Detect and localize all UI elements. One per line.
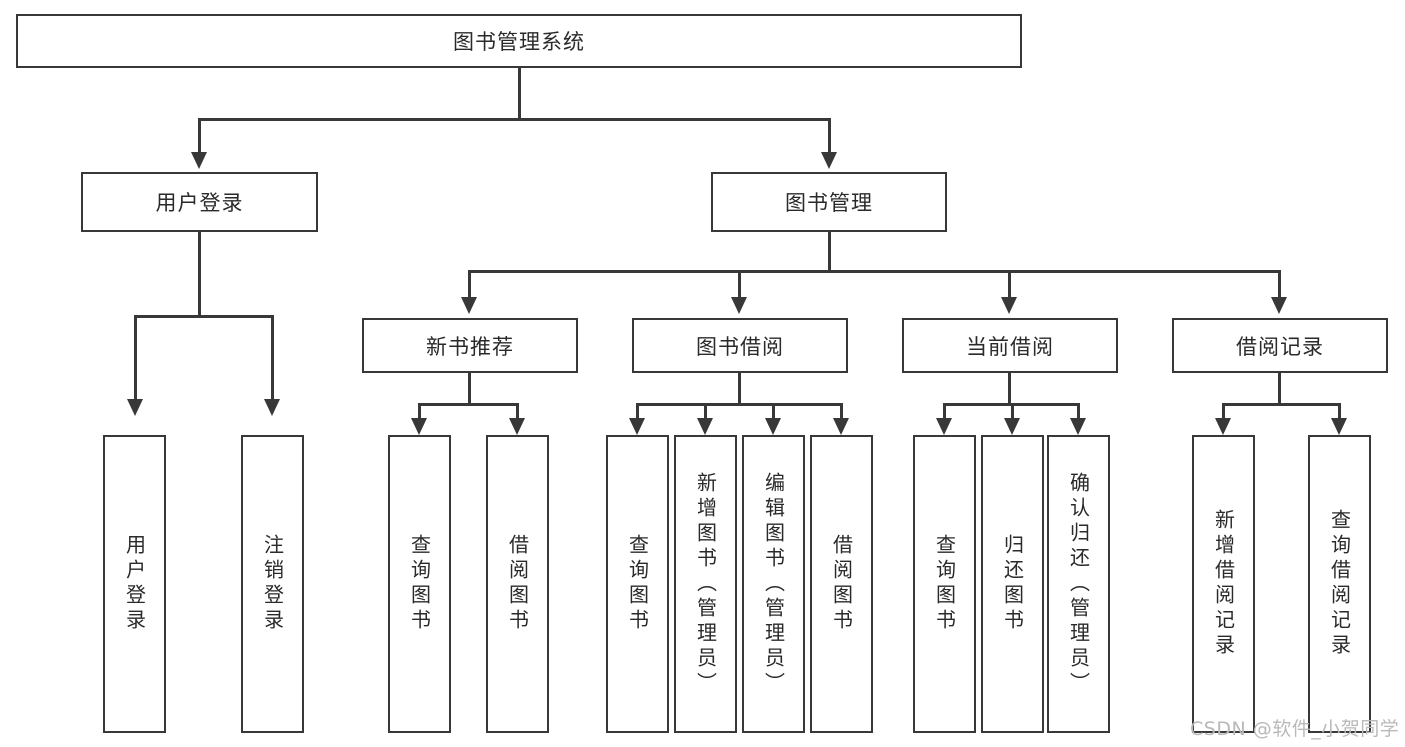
connector-current-borrow-drop-3: [1077, 403, 1080, 419]
connector-root-stem: [518, 68, 521, 119]
node-book-borrow[interactable]: 图书借阅: [632, 318, 848, 373]
connector-current-borrow-drop-1: [943, 403, 946, 419]
connector-user-login-drop-2: [271, 315, 274, 400]
leaf-label: 借阅图书: [829, 534, 854, 634]
leaf-new-book-1[interactable]: 查询图书: [388, 435, 451, 733]
arrowhead-book-borrow-leaf-3: [765, 418, 781, 435]
leaf-label: 归还图书: [1000, 534, 1025, 634]
connector-new-book-stem: [468, 373, 471, 405]
arrowhead-borrow-record-leaf-2: [1331, 418, 1347, 435]
leaf-label: 查询图书: [407, 534, 432, 634]
node-label: 图书管理系统: [453, 30, 585, 54]
arrowhead-to-book-borrow: [731, 297, 747, 314]
connector-borrow-record-drop-2: [1338, 403, 1341, 419]
connector-book-borrow-bus: [636, 403, 840, 406]
leaf-user-login-1[interactable]: 用户登录: [103, 435, 166, 733]
connector-borrow-record-drop-1: [1222, 403, 1225, 419]
leaf-book-borrow-4[interactable]: 借阅图书: [810, 435, 873, 733]
connector-book-borrow-stem: [738, 373, 741, 405]
connector-level2-bus: [198, 118, 830, 121]
connector-current-borrow-bus: [943, 403, 1077, 406]
node-new-book-recommend[interactable]: 新书推荐: [362, 318, 578, 373]
connector-new-book-drop-1: [418, 403, 421, 419]
leaf-label: 确认归还（管理员）: [1066, 471, 1091, 697]
arrowhead-book-borrow-leaf-4: [833, 418, 849, 435]
arrowhead-to-user-login: [191, 152, 207, 169]
node-label: 借阅记录: [1236, 334, 1324, 359]
connector-borrow-record-bus: [1222, 403, 1340, 406]
leaf-current-borrow-2[interactable]: 归还图书: [981, 435, 1044, 733]
connector-book-borrow-drop-3: [772, 403, 775, 419]
leaf-new-book-2[interactable]: 借阅图书: [486, 435, 549, 733]
node-label: 当前借阅: [966, 334, 1054, 359]
leaf-label: 查询借阅记录: [1327, 509, 1352, 659]
leaf-label: 编辑图书（管理员）: [761, 471, 786, 697]
node-root-library-system[interactable]: 图书管理系统: [16, 14, 1022, 68]
leaf-book-borrow-2[interactable]: 新增图书（管理员）: [674, 435, 737, 733]
leaf-label: 新增图书（管理员）: [693, 471, 718, 697]
connector-book-borrow-drop-2: [704, 403, 707, 419]
connector-current-borrow-drop-2: [1011, 403, 1014, 419]
arrowhead-new-book-leaf-2: [509, 418, 525, 435]
connector-user-login-stem: [198, 232, 201, 317]
arrowhead-book-borrow-leaf-2: [697, 418, 713, 435]
connector-level3-bus: [468, 270, 1280, 273]
connector-user-login-drop-1: [134, 315, 137, 400]
leaf-label: 查询图书: [932, 534, 957, 634]
connector-to-user-login: [198, 118, 201, 153]
node-label: 用户登录: [155, 191, 244, 215]
connector-to-current-borrow: [1008, 270, 1011, 298]
node-borrow-record[interactable]: 借阅记录: [1172, 318, 1388, 373]
connector-new-book-bus: [418, 403, 518, 406]
node-label: 新书推荐: [426, 334, 514, 359]
connector-to-new-book: [468, 270, 471, 298]
arrowhead-borrow-record-leaf-1: [1215, 418, 1231, 435]
leaf-book-borrow-1[interactable]: 查询图书: [606, 435, 669, 733]
leaf-label: 查询图书: [625, 534, 650, 634]
leaf-current-borrow-1[interactable]: 查询图书: [913, 435, 976, 733]
connector-user-login-bus: [134, 315, 272, 318]
csdn-watermark: CSDN @软件_小贺同学: [1190, 718, 1400, 740]
node-book-manage[interactable]: 图书管理: [711, 172, 947, 232]
arrowhead-current-borrow-leaf-1: [936, 418, 952, 435]
arrowhead-new-book-leaf-1: [411, 418, 427, 435]
connector-to-book-borrow: [738, 270, 741, 298]
leaf-label: 新增借阅记录: [1211, 509, 1236, 659]
leaf-label: 用户登录: [122, 534, 147, 634]
leaf-user-login-2[interactable]: 注销登录: [241, 435, 304, 733]
arrowhead-to-book-manage: [821, 152, 837, 169]
node-current-borrow[interactable]: 当前借阅: [902, 318, 1118, 373]
node-user-login[interactable]: 用户登录: [81, 172, 318, 232]
arrowhead-current-borrow-leaf-2: [1004, 418, 1020, 435]
connector-to-book-manage: [828, 118, 831, 153]
leaf-label: 注销登录: [260, 534, 285, 634]
leaf-book-borrow-3[interactable]: 编辑图书（管理员）: [742, 435, 805, 733]
connector-current-borrow-stem: [1008, 373, 1011, 405]
connector-book-borrow-drop-1: [636, 403, 639, 419]
arrowhead-to-borrow-record: [1271, 297, 1287, 314]
connector-to-borrow-record: [1278, 270, 1281, 298]
connector-book-manage-stem: [828, 232, 831, 272]
arrowhead-to-new-book: [461, 297, 477, 314]
connector-new-book-drop-2: [516, 403, 519, 419]
arrowhead-user-login-leaf-2: [264, 399, 280, 416]
node-label: 图书借阅: [696, 334, 784, 359]
arrowhead-to-current-borrow: [1001, 297, 1017, 314]
leaf-borrow-record-1[interactable]: 新增借阅记录: [1192, 435, 1255, 733]
arrowhead-current-borrow-leaf-3: [1070, 418, 1086, 435]
connector-book-borrow-drop-4: [840, 403, 843, 419]
leaf-borrow-record-2[interactable]: 查询借阅记录: [1308, 435, 1371, 733]
leaf-current-borrow-3[interactable]: 确认归还（管理员）: [1047, 435, 1110, 733]
connector-borrow-record-stem: [1278, 373, 1281, 405]
leaf-label: 借阅图书: [505, 534, 530, 634]
arrowhead-user-login-leaf-1: [127, 399, 143, 416]
node-label: 图书管理: [785, 191, 873, 215]
arrowhead-book-borrow-leaf-1: [629, 418, 645, 435]
